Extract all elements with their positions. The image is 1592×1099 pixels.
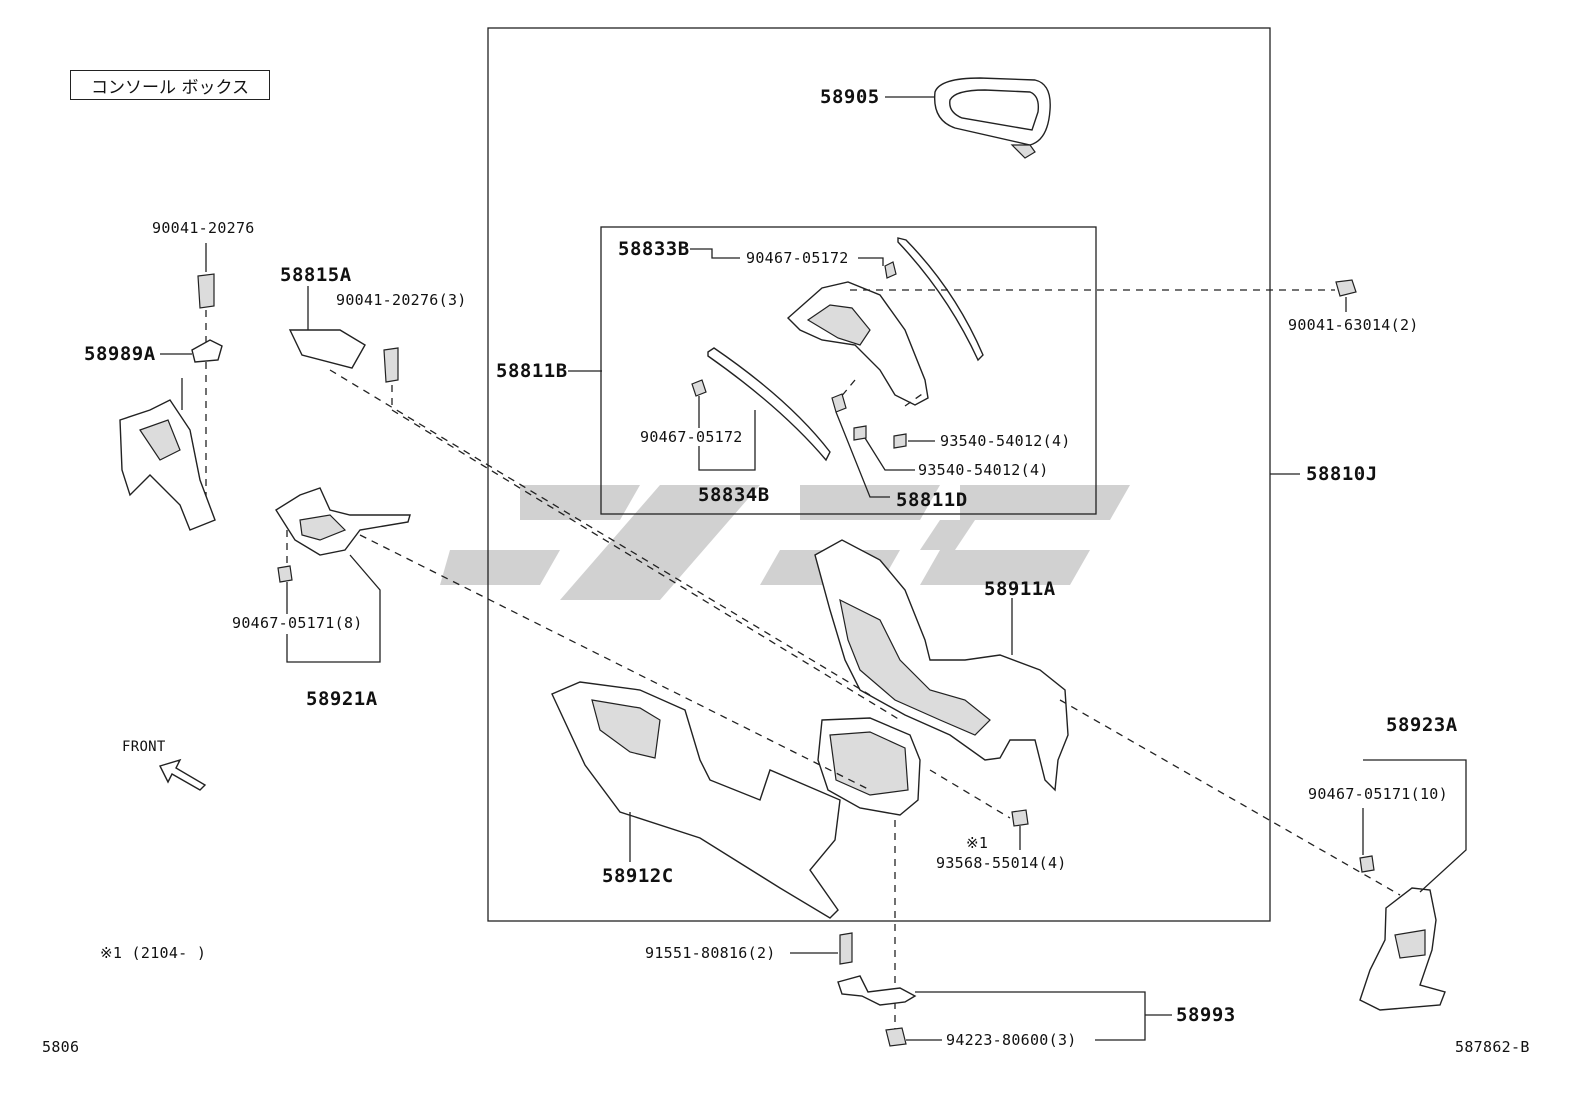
part-58811D-panel [786,281,929,413]
leader-58993-bracket [915,991,1146,1041]
label-90041-63014[interactable]: 90041-63014(2) [1288,316,1419,334]
label-58989A[interactable]: 58989A [84,343,156,365]
leader-58811D [835,411,890,498]
leader-93540-b [864,437,915,471]
label-58815A[interactable]: 58815A [280,264,352,286]
label-58923A[interactable]: 58923A [1386,714,1458,736]
label-58912C[interactable]: 58912C [602,865,674,887]
bolt-90041-20276-3 [383,347,399,383]
label-58993[interactable]: 58993 [1176,1004,1236,1026]
screw-90041-63014 [1335,279,1357,297]
label-90467-05171-10[interactable]: 90467-05171(10) [1308,785,1448,803]
part-58833B-trim [884,237,984,362]
label-58911A[interactable]: 58911A [984,578,1056,600]
dash-inner-2 [904,391,926,407]
label-94223-80600[interactable]: 94223-80600(3) [946,1031,1077,1049]
dash-bolt-long [391,409,901,721]
leader-58833B [690,248,740,259]
part-58989A-bracket [191,339,223,363]
label-90041-20276-3[interactable]: 90041-20276(3) [336,291,467,309]
label-91551-80816[interactable]: 91551-80816(2) [645,944,776,962]
part-58923A-panel [1359,887,1446,1011]
leader-90467-05172-top [858,257,884,266]
part-58911A-console [814,539,1069,792]
part-58834B-trim [691,347,831,462]
front-arrow-icon [159,758,207,791]
clip-90467-05171-10 [1359,855,1375,873]
dash-58815A [329,369,871,696]
part-58921A-cover [275,487,411,556]
label-93540-54012-a[interactable]: 93540-54012(4) [940,432,1071,450]
part-storage-tray [817,717,921,816]
label-58921A[interactable]: 58921A [306,688,378,710]
dash-58923A [1059,699,1401,896]
screws-93540 [853,425,907,449]
label-90467-05172-top[interactable]: 90467-05172 [746,249,849,267]
part-58905-armrest [933,77,1051,159]
bolt-90041-20276 [197,273,215,309]
dash-inner-1 [839,379,856,399]
part-58912C-panel [551,681,841,919]
part-58815A-pad [288,329,366,369]
footnote: ※1 (2104- ) [100,944,207,962]
leader-58921A [286,554,381,663]
label-90467-05172-left[interactable]: 90467-05172 [640,428,743,446]
page-code: 5806 [42,1038,80,1056]
bolt-91551 [839,932,853,965]
dash-58921A [359,534,871,791]
diagram-code: 587862-B [1455,1038,1530,1056]
label-58811D[interactable]: 58811D [896,489,968,511]
part-shifter-panel [119,378,216,531]
label-93568-55014[interactable]: 93568-55014(4) [936,854,1067,872]
page-title: コンソール ボックス [70,70,270,100]
label-58834B[interactable]: 58834B [698,484,770,506]
label-58810J[interactable]: 58810J [1306,463,1378,485]
dash-93568 [929,769,1011,819]
label-58811B[interactable]: 58811B [496,360,568,382]
footnote-mark-1: ※1 [966,834,989,852]
front-label: FRONT [122,739,166,755]
label-90041-20276[interactable]: 90041-20276 [152,219,255,237]
leader-58834B [698,410,756,471]
label-58833B[interactable]: 58833B [618,238,690,260]
part-58993-bracket [837,975,917,1006]
label-93540-54012-b[interactable]: 93540-54012(4) [918,461,1049,479]
nut-94223 [885,1027,907,1047]
leader-58923A [1363,759,1467,893]
label-58905[interactable]: 58905 [820,86,880,108]
clip-90467-05171-8 [277,565,293,583]
label-90467-05171-8[interactable]: 90467-05171(8) [232,614,363,632]
screw-93568 [1011,809,1029,827]
